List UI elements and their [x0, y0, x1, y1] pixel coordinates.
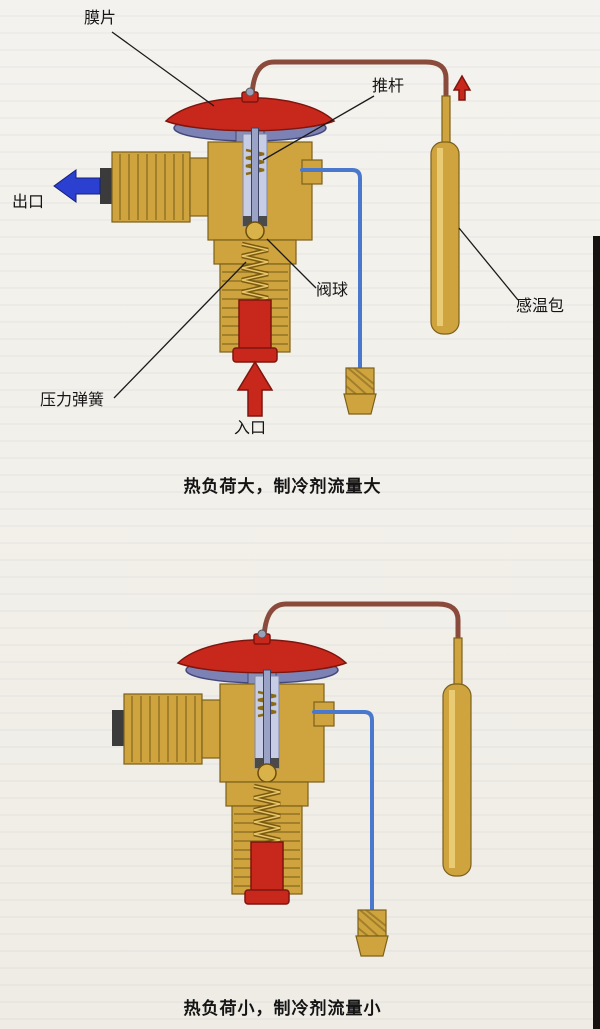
- label-sensing-bulb: 感温包: [516, 298, 565, 315]
- leader-push-rod: [262, 95, 375, 161]
- caption-top: 热负荷大，制冷剂流量大: [183, 477, 382, 496]
- label-valve-ball: 阀球: [316, 282, 349, 299]
- valve-top: [100, 62, 459, 414]
- bulb-flow-arrow: [452, 74, 472, 101]
- leader-pressure-spring: [113, 261, 247, 399]
- inlet-arrow: [236, 360, 274, 417]
- annotations: [53, 31, 519, 417]
- leader-sensing-bulb: [458, 227, 519, 301]
- label-diaphragm: 膜片: [84, 10, 117, 27]
- label-push-rod: 推杆: [372, 78, 405, 95]
- caption-bottom: 热负荷小，制冷剂流量小: [183, 999, 382, 1018]
- scan-edge: [593, 236, 600, 1029]
- valve-bottom: [112, 604, 471, 956]
- label-outlet: 出口: [12, 194, 45, 211]
- label-pressure-spring: 压力弹簧: [40, 392, 105, 409]
- leader-valve-ball: [266, 238, 317, 289]
- label-inlet: 入口: [234, 420, 267, 437]
- outlet-arrow: [53, 169, 101, 203]
- leader-diaphragm: [111, 31, 215, 107]
